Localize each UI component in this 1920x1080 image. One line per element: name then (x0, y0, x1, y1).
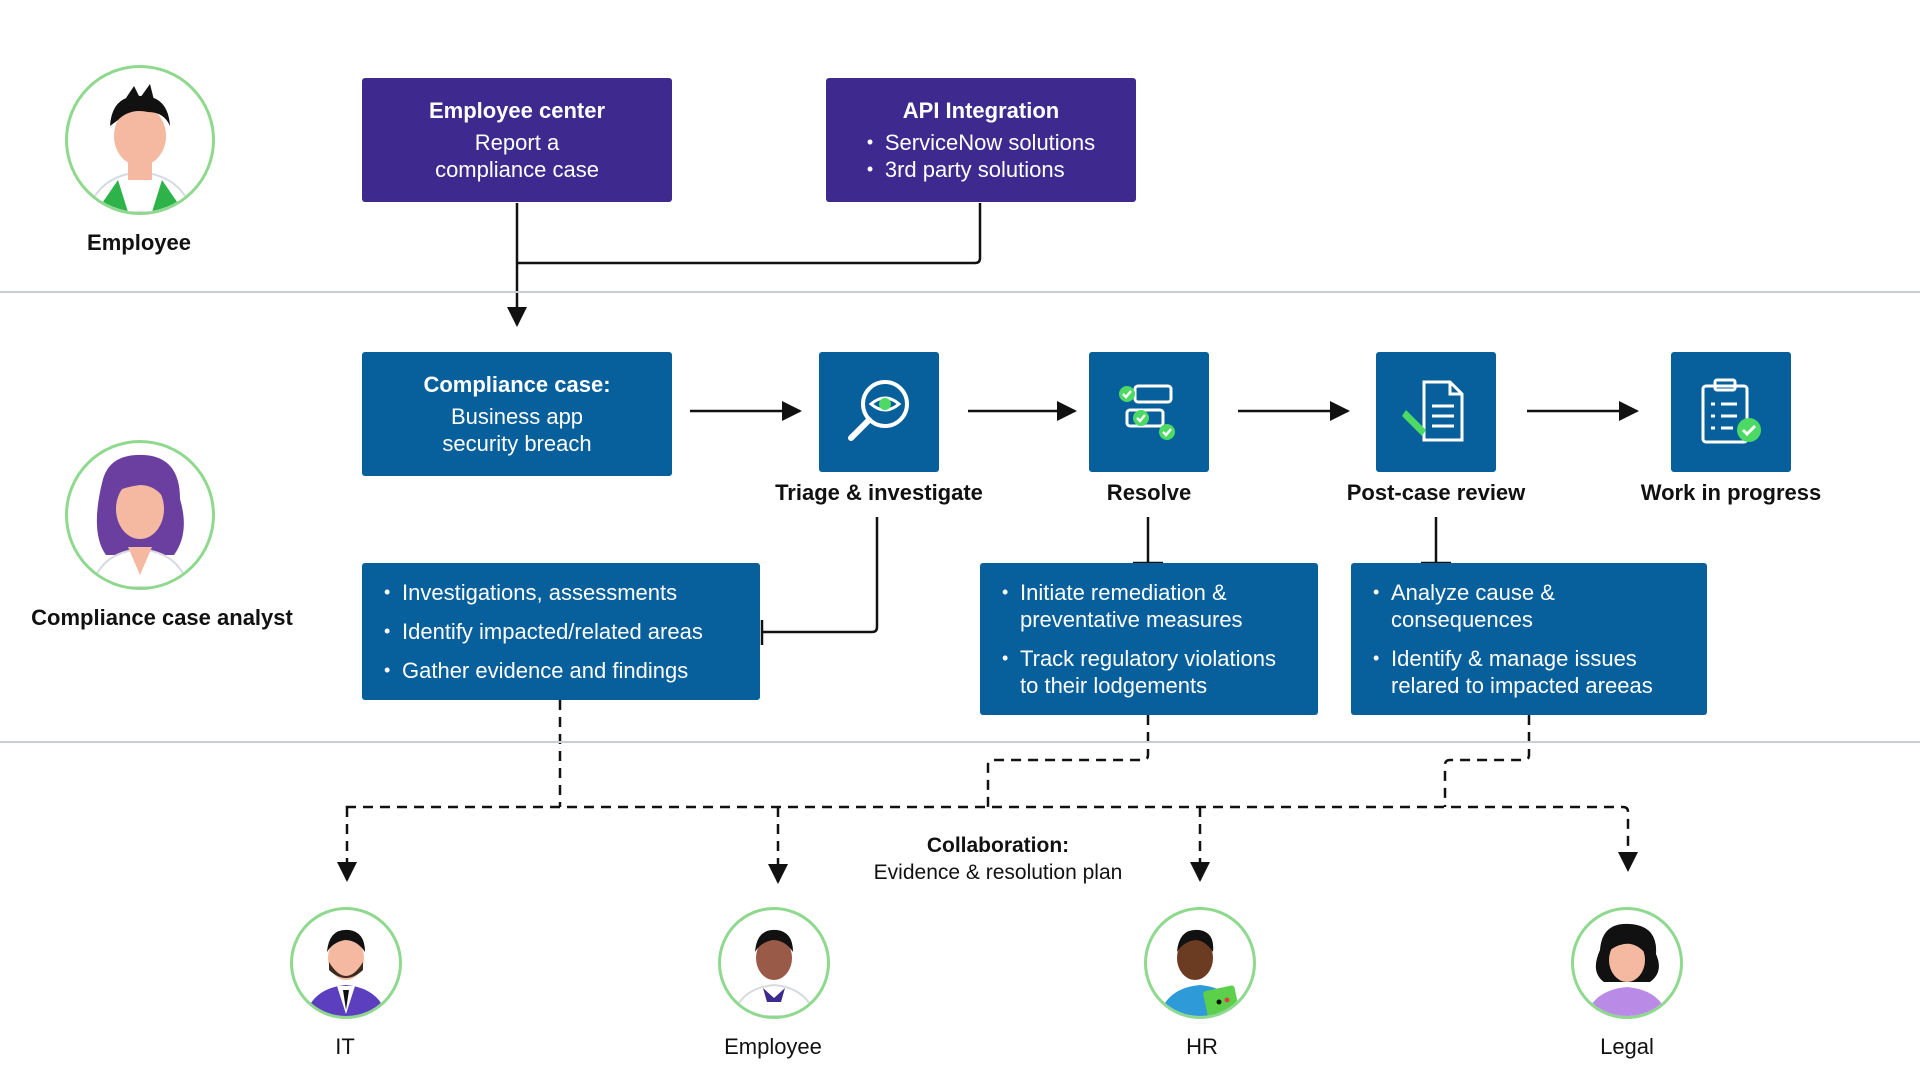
compliance-case-line: Business app (450, 404, 584, 429)
review-detail-item: •Analyze cause & consequences (1373, 580, 1555, 632)
api-item: •ServiceNow solutions (866, 130, 1096, 155)
compliance-case-box[interactable]: Compliance case: Business app security b… (362, 352, 672, 476)
hr-team-label: HR (1186, 1034, 1218, 1059)
review-detail-box[interactable]: •Analyze cause & consequences •Identify … (1351, 563, 1707, 715)
employee-center-line: compliance case (435, 157, 599, 182)
employee-role-avatar (65, 65, 215, 215)
resolve-step-tile[interactable] (1089, 352, 1209, 472)
post-case-step-tile[interactable] (1376, 352, 1496, 472)
lane-divider-top (0, 291, 1920, 293)
employee-avatar-icon (86, 84, 194, 212)
review-detail-item: •Identify & manage issues relared to imp… (1373, 646, 1653, 698)
employee-center-box[interactable]: Employee center Report a compliance case (362, 78, 672, 202)
employee-team-label: Employee (724, 1034, 822, 1059)
resolve-detail-box[interactable]: •Initiate remediation & preventative mea… (980, 563, 1318, 715)
post-case-step-label: Post-case review (1346, 480, 1526, 505)
triage-detail-box[interactable]: •Investigations, assessments •Identify i… (362, 563, 760, 700)
employee-center-line: Report a (474, 130, 560, 155)
resolve-detail-item: •Initiate remediation & preventative mea… (1002, 580, 1243, 632)
legal-team-label: Legal (1600, 1034, 1654, 1059)
analyst-role-avatar (65, 440, 215, 590)
resolve-step-label: Resolve (1106, 480, 1192, 505)
employee-team-avatar (718, 907, 830, 1019)
compliance-case-title: Compliance case: (423, 372, 611, 397)
triage-detail-item: •Investigations, assessments (384, 580, 678, 605)
api-integration-box[interactable]: API Integration •ServiceNow solutions •3… (826, 78, 1136, 202)
analyst-role-label: Compliance case analyst (31, 605, 293, 630)
connector-triage-detail (762, 517, 879, 634)
magnifier-eye-icon (848, 380, 909, 441)
wip-step-label: Work in progress (1640, 480, 1822, 505)
hr-avatar-icon (1159, 929, 1241, 1016)
wip-step-tile[interactable] (1671, 352, 1791, 472)
it-team-avatar (290, 907, 402, 1019)
workflow-checks-icon (1119, 384, 1175, 440)
it-team-label: IT (335, 1034, 355, 1059)
connector-api (517, 203, 982, 265)
employee-center-title: Employee center (428, 98, 606, 123)
triage-step-tile[interactable] (819, 352, 939, 472)
api-item: •3rd party solutions (866, 157, 1065, 182)
legal-avatar-icon (1586, 923, 1668, 1016)
collaboration-caption: Collaboration: Evidence & resolution pla… (874, 832, 1123, 886)
triage-detail-item: •Identify impacted/related areas (384, 619, 703, 644)
triage-step-label: Triage & investigate (775, 480, 983, 505)
analyst-avatar-icon (90, 454, 190, 587)
document-pen-icon (1402, 380, 1464, 442)
legal-team-avatar (1571, 907, 1683, 1019)
collaboration-subtitle: Evidence & resolution plan (873, 861, 1123, 884)
lane-divider-bottom (0, 741, 1920, 743)
employee-role-label: Employee (87, 230, 191, 255)
employee-avatar-icon (731, 929, 817, 1016)
it-avatar-icon (305, 929, 387, 1016)
triage-detail-item: •Gather evidence and findings (384, 658, 689, 683)
collaboration-title: Collaboration: (926, 834, 1070, 857)
resolve-detail-item: •Track regulatory violations to their lo… (1002, 646, 1276, 698)
api-integration-title: API Integration (902, 98, 1060, 123)
hr-team-avatar (1144, 907, 1256, 1019)
clipboard-check-icon (1701, 378, 1761, 444)
compliance-case-line: security breach (442, 431, 592, 456)
